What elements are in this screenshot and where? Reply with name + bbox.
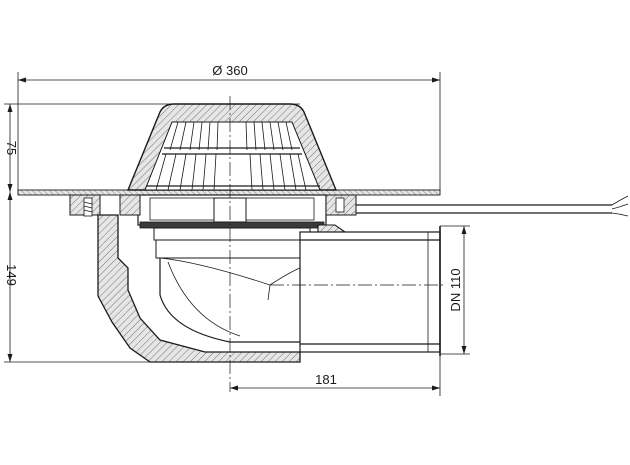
body-height-label: 149 <box>4 264 19 286</box>
grate-height-label: 75 <box>4 141 19 155</box>
outlet-size-dimension: DN 110 <box>440 225 470 355</box>
grate-height-dimension: 75 <box>4 103 300 192</box>
heating-cable <box>356 195 629 217</box>
clamp-ring <box>137 194 327 259</box>
left-flange-block <box>69 194 141 217</box>
diameter-label: Ø 360 <box>212 63 247 78</box>
dome-grate <box>126 103 338 191</box>
outlet-offset-dimension: 181 <box>230 356 441 396</box>
right-flange-block <box>325 194 357 216</box>
body-height-dimension: 149 <box>4 192 160 363</box>
outlet-size-label: DN 110 <box>448 268 463 311</box>
diameter-dimension: Ø 360 <box>17 63 441 192</box>
roof-flange <box>17 189 441 196</box>
outlet-offset-label: 181 <box>315 372 337 387</box>
outlet-pipe <box>270 226 444 356</box>
